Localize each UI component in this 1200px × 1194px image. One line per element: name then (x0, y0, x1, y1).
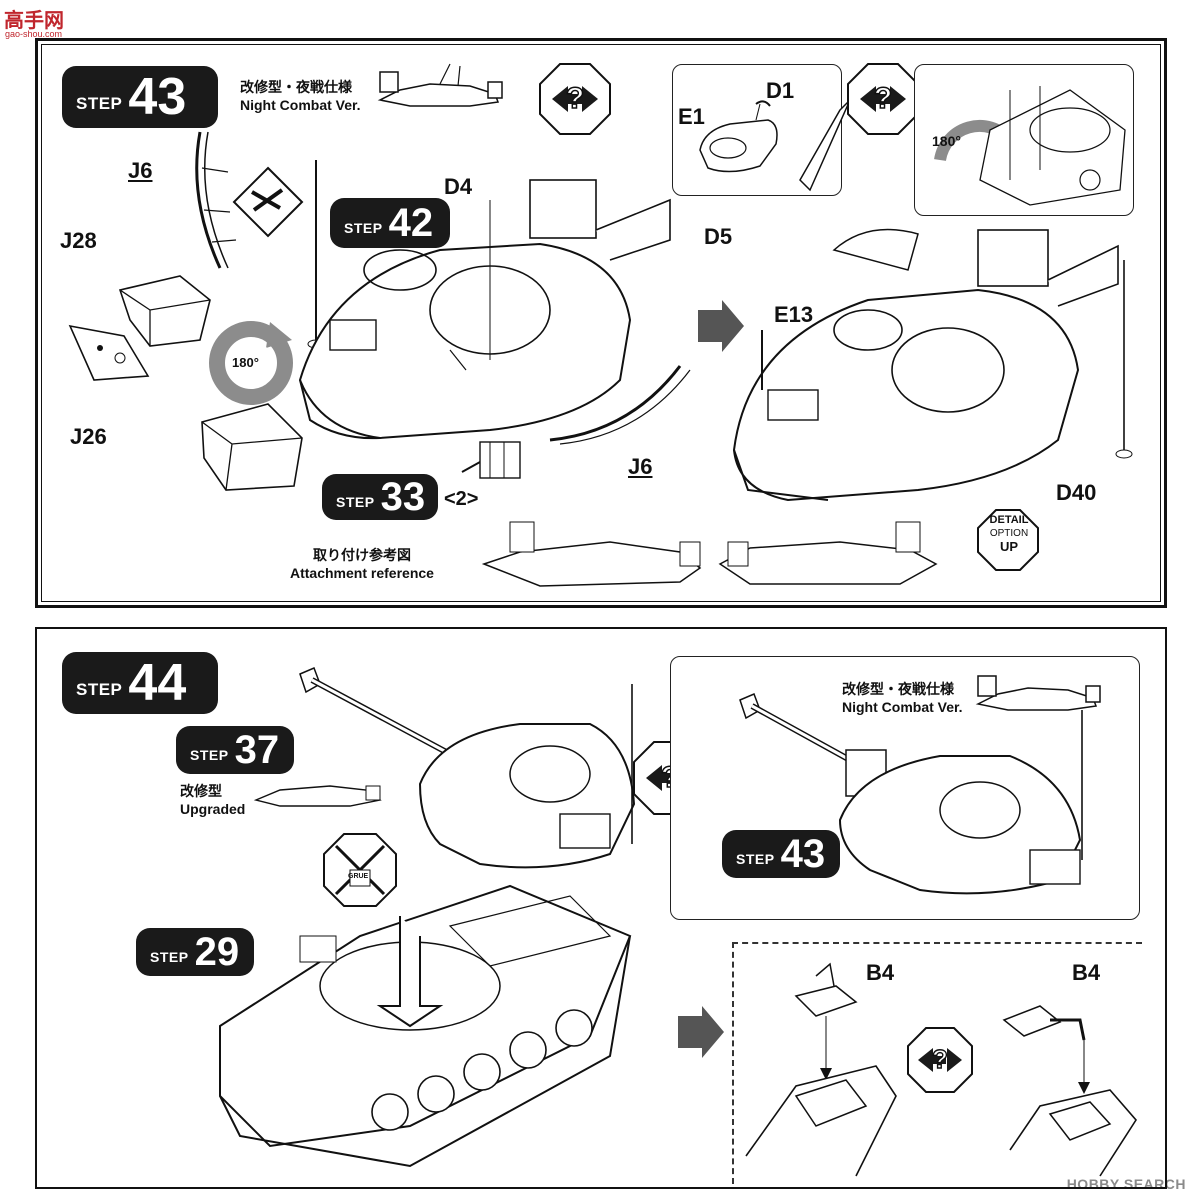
upgraded-thumbnail (253, 785, 382, 807)
step-43-badge: STEP 43 (62, 66, 218, 128)
tank-hull (219, 884, 632, 1168)
svg-text:?: ? (566, 82, 584, 115)
step-44-badge: STEP 44 (62, 652, 218, 714)
note-en: Upgraded (180, 801, 246, 817)
next-arrow-icon-2 (678, 1006, 724, 1058)
step-number: 44 (128, 654, 187, 712)
rotate-180-label: 180° (232, 355, 259, 370)
part-label-b4-left: B4 (866, 960, 895, 985)
step-label: STEP (190, 747, 229, 763)
step-label: STEP (76, 680, 123, 699)
attachment-reference-note: 取り付け参考図 Attachment reference (290, 546, 434, 582)
part-label-e1: E1 (678, 104, 705, 129)
step-44-panel (35, 627, 1167, 1189)
part-label-d1: D1 (766, 78, 795, 103)
no-glue-icon (323, 833, 397, 907)
b4-open-drawing (1002, 1005, 1137, 1177)
part-label-d4: D4 (444, 174, 473, 199)
step-number: 33 (380, 475, 426, 519)
rotate-180-icon (209, 321, 293, 405)
next-arrow-icon (698, 300, 744, 352)
part-label-j6-top: J6 (128, 158, 153, 183)
svg-text:?: ? (932, 1044, 948, 1074)
turret-with-gun (299, 667, 636, 869)
rotate-callout-label: 180° (932, 133, 961, 149)
turret-assembly-left (298, 160, 671, 440)
note-en: Night Combat Ver. (842, 699, 963, 715)
part-label-b4-right: B4 (1072, 960, 1101, 985)
j6-part-with-nipper (195, 131, 304, 269)
option-hex-icon-2: ? (847, 63, 919, 135)
step-label: STEP (344, 220, 383, 236)
note-en: Attachment reference (290, 565, 434, 581)
note-jp: 改修型・夜戦仕様 (842, 681, 954, 697)
part-label-j6-bottom: J6 (628, 454, 653, 479)
part-j26 (68, 324, 150, 381)
step-number: 37 (234, 728, 280, 772)
step-37-ref-badge: STEP 37 (176, 726, 294, 774)
step-number: 29 (194, 930, 240, 974)
night-combat-note-bottom: 改修型・夜戦仕様 Night Combat Ver. (842, 680, 963, 716)
glue-label: GRUE (348, 873, 369, 880)
upgraded-note: 改修型 Upgraded (180, 782, 245, 818)
step-29-ref-badge: STEP 29 (136, 928, 254, 976)
part-label-d40: D40 (1056, 480, 1097, 505)
up-text: UP (999, 539, 1019, 554)
note-jp: 取り付け参考図 (312, 547, 411, 563)
step-number: 43 (780, 832, 826, 876)
smoke-discharger-part (461, 441, 521, 479)
quantity-label: <2> (444, 488, 479, 510)
step-label: STEP (76, 94, 123, 113)
step-43-ref-badge: STEP 43 (722, 830, 840, 878)
callout-drawing-e1 (699, 99, 851, 192)
attachment-reference-drawing (481, 521, 938, 587)
step-label: STEP (336, 494, 375, 510)
part-label-e13: E13 (774, 302, 814, 327)
note-jp: 改修型・夜戦仕様 (240, 79, 352, 95)
note-en: Night Combat Ver. (240, 97, 361, 113)
step-number: 43 (128, 68, 187, 126)
site-watermark: 高手网 (4, 10, 64, 32)
step-label: STEP (736, 851, 775, 867)
rotate-callout-drawing (934, 86, 1126, 206)
j6-handrail (549, 365, 691, 445)
step-33-ref-badge: STEP 33 (322, 474, 438, 520)
option-text: OPTION (989, 528, 1029, 539)
option-hex-icon-4: ? (907, 1027, 973, 1093)
step-42-ref-badge: STEP 42 (330, 198, 450, 248)
option-hex-icon: ? (539, 63, 611, 135)
detail-text: DETAIL (989, 514, 1029, 526)
part-j28 (118, 275, 211, 347)
site-watermark-url: gao-shou.com (5, 29, 63, 39)
step-number: 42 (388, 201, 434, 245)
night-combat-note: 改修型・夜戦仕様 Night Combat Ver. (240, 78, 361, 114)
night-turret-drawing (739, 693, 1083, 895)
turret-assembly-right (732, 228, 1133, 502)
b4-detail-area (732, 942, 1142, 1184)
part-label-j26: J26 (70, 424, 107, 449)
detail-up-text: DETAIL OPTION UP (978, 514, 1040, 553)
night-combat-thumbnail (377, 63, 503, 107)
part-label-d5: D5 (704, 224, 733, 249)
part-label-j28: J28 (60, 228, 97, 253)
detail-up-badge (977, 509, 1039, 571)
night-combat-thumbnail-bottom (975, 675, 1101, 711)
step-label: STEP (150, 949, 189, 965)
note-jp: 改修型 (180, 783, 222, 799)
svg-text:?: ? (874, 82, 892, 115)
b4-closed-drawing (745, 962, 897, 1177)
stowage-box-part (201, 403, 303, 491)
step-43-panel (35, 38, 1167, 608)
